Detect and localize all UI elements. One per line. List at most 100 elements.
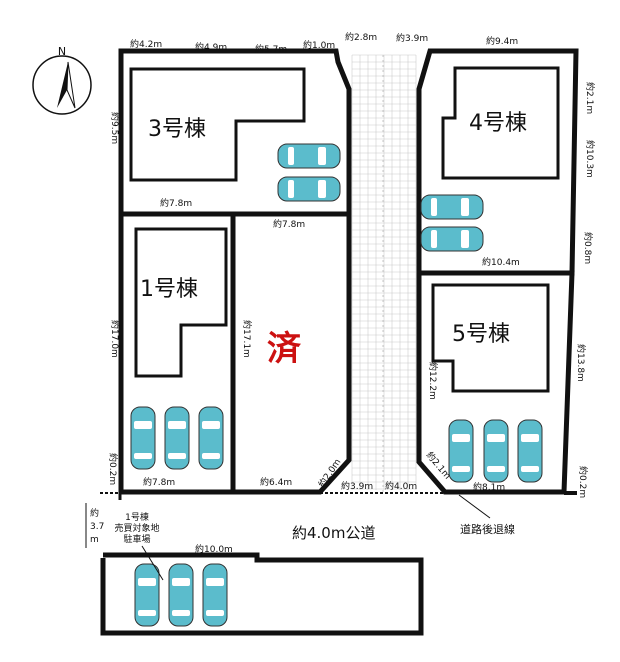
car-lot5-a [448,419,474,483]
lot-5-outline [416,270,575,495]
car-icon [277,143,341,169]
setback-leader-line [458,494,491,519]
dim-bottom-8-1: 約8.1m [473,481,505,493]
setback-label: 道路後退線 [460,522,515,536]
car-rear-window [431,198,437,216]
car-icon [420,194,484,220]
car-windshield [168,421,186,429]
car-icon [168,563,194,627]
car-windshield [172,578,190,586]
dim-lot3-bottom: 約7.8m [160,197,192,209]
car-rear-window [431,230,437,248]
car-rear-window [288,147,294,165]
dim-mid-17-1: 約17.1m [241,320,253,358]
dim-right-10-3: 約10.3m [584,140,596,178]
car-lot1-c [198,406,224,470]
car-icon [448,419,474,483]
parking-label-1: 1号棟 [125,511,149,523]
car-rear-window [452,466,470,472]
building-1-footprint [134,227,228,378]
car-icon [202,563,228,627]
car-windshield [318,180,326,198]
car-icon [134,563,160,627]
car-lot5-b [483,419,509,483]
car-lot1-b [164,406,190,470]
dim-right-0-8: 約0.8m [582,232,594,264]
road-width-3: m [90,535,99,545]
dim-right-0-2: 約0.2m [577,466,589,498]
parking-label-2: 売買対象地 [114,522,159,534]
building-1-label: 1号棟 [140,277,198,302]
lot-sold-outline [230,211,352,495]
car-windshield [452,434,470,442]
dim-bottom-6-4: 約6.4m [260,476,292,488]
car-lot4-lower [420,226,484,252]
car-lot1-a [130,406,156,470]
car-windshield [461,198,469,216]
private-road [351,54,417,495]
car-windshield [134,421,152,429]
car-rear-window [134,453,152,459]
dim-bottom-7-8: 約7.8m [143,476,175,488]
car-windshield [202,421,220,429]
north-arrow-icon [57,62,68,108]
road-width-1: 約 [90,507,99,519]
car-windshield [318,147,326,165]
car-icon [130,406,156,470]
dim-right-13-8: 約13.8m [575,344,587,382]
compass-circle [32,55,92,115]
car-rear-window [202,453,220,459]
compass: N [32,45,92,115]
dim-left-9-5: 約9.5m [109,112,121,144]
building-5-label: 5号棟 [452,322,510,347]
building-5-footprint [431,283,550,393]
car-icon [277,176,341,202]
building-4-footprint [441,66,560,180]
dim-bottom-4-0: 約4.0m [385,480,417,492]
dim-lot-sold-top: 約7.8m [273,218,305,230]
car-icon [198,406,224,470]
car-rear-window [138,610,156,616]
car-rear-window [206,610,224,616]
dim-left-0-2: 約0.2m [107,453,119,485]
car-icon [483,419,509,483]
car-rear-window [172,610,190,616]
car-rear-window [487,466,505,472]
sold-mark: 済 [267,329,302,369]
dim-top-3-9: 約3.9m [396,32,428,44]
car-lot5-c [517,419,543,483]
building-3-label: 3号棟 [148,117,206,142]
dim-left-17-0: 約17.0m [109,320,121,358]
dim-top-2-8: 約2.8m [345,31,377,43]
dim-top-4-9: 約4.9m [195,41,227,53]
car-windshield [138,578,156,586]
road-width-2: 3.7 [90,522,104,532]
car-lot4-upper [420,194,484,220]
car-parking-c [202,563,228,627]
parking-lot-outline [100,552,424,636]
car-icon [517,419,543,483]
parking-label-3: 駐車場 [123,533,150,545]
dim-lot4-bottom: 約10.4m [482,256,520,268]
dim-top-5-7: 約5.7m [255,43,287,55]
car-lot3-upper [277,143,341,169]
car-rear-window [521,466,539,472]
dim-bottom-3-9: 約3.9m [341,480,373,492]
car-windshield [461,230,469,248]
north-arrow-outline [66,61,76,109]
public-road-label: 約4.0m公道 [292,524,375,542]
parking-width: 約10.0m [195,543,233,555]
parking-spaces [130,143,543,627]
car-parking-b [168,563,194,627]
dim-lot5-left: 約12.2m [427,362,439,400]
car-windshield [521,434,539,442]
road-width-marker: 約 3.7 m [85,503,104,548]
car-rear-window [288,180,294,198]
dim-top-1-0: 約1.0m [303,39,335,51]
parking-leader-line [141,545,164,581]
car-icon [164,406,190,470]
car-parking-a [134,563,160,627]
building-3-footprint [129,67,306,182]
